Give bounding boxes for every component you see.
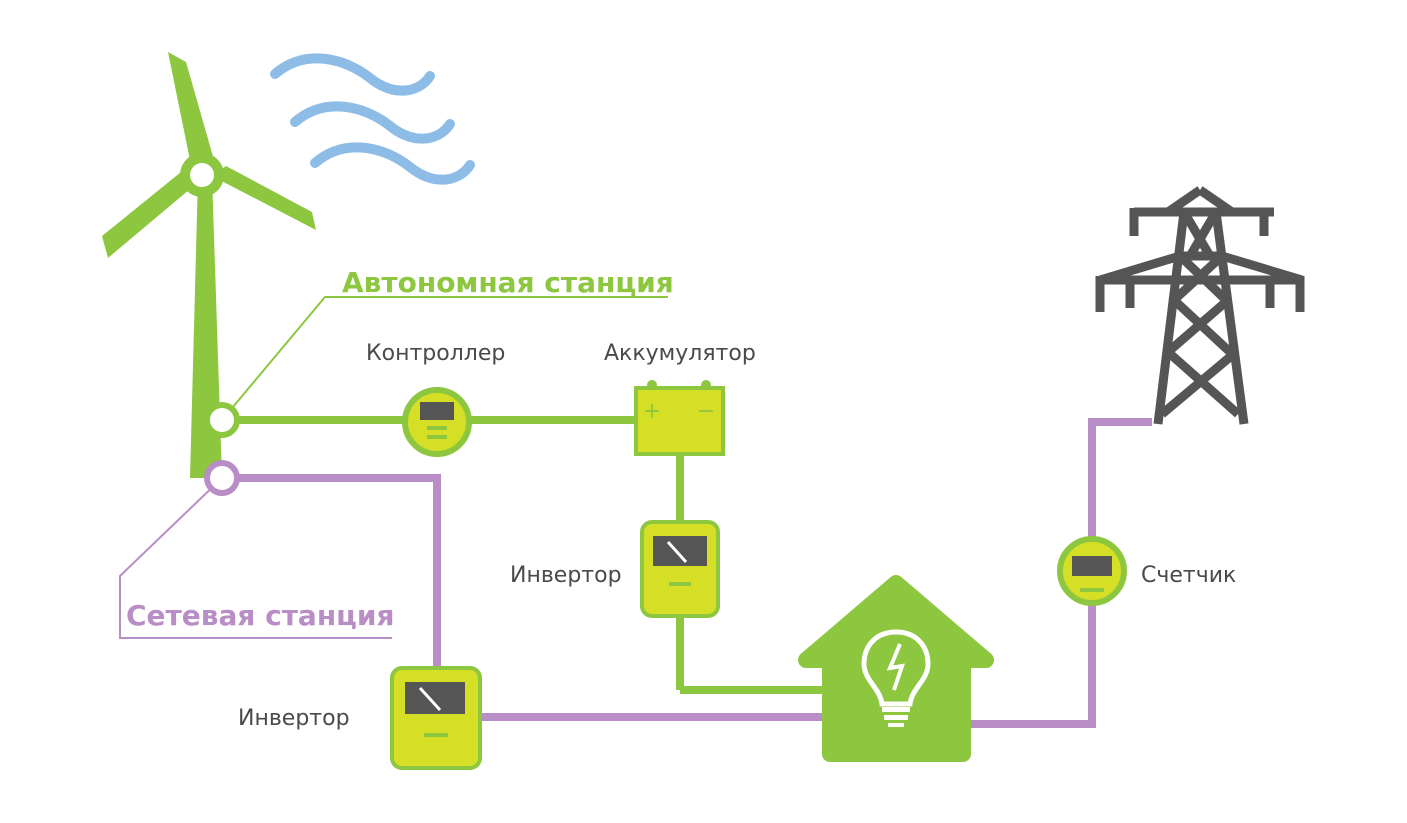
autonomous-wiring bbox=[222, 416, 830, 694]
battery-label: Аккумулятор bbox=[604, 341, 756, 366]
autonomous-node bbox=[204, 402, 240, 438]
battery-icon: + − bbox=[634, 380, 725, 456]
battery-plus-sign: + bbox=[643, 399, 661, 424]
autonomous-station-title: Автономная станция bbox=[342, 266, 674, 299]
inverter-icon bbox=[390, 666, 482, 770]
wind-turbine-icon bbox=[102, 52, 316, 478]
meter-label: Счетчик bbox=[1141, 563, 1236, 588]
controller-label: Контроллер bbox=[366, 341, 505, 366]
grid-inverter-label: Инвертор bbox=[238, 706, 350, 731]
grid-wiring bbox=[222, 418, 1152, 728]
power-line-tower-icon bbox=[1095, 186, 1305, 425]
controller-icon bbox=[402, 387, 472, 457]
autonomous-inverter-label: Инвертор bbox=[510, 563, 622, 588]
battery-minus-sign: − bbox=[697, 399, 715, 424]
wind-icon bbox=[270, 53, 475, 185]
inverter-icon bbox=[640, 520, 720, 618]
house-icon bbox=[798, 575, 994, 762]
grid-node bbox=[204, 460, 240, 496]
grid-station-title: Сетевая станция bbox=[126, 599, 395, 632]
grid-leader-line bbox=[119, 477, 392, 639]
meter-icon bbox=[1057, 536, 1127, 606]
autonomous-leader-line bbox=[221, 296, 668, 421]
light-bulb-icon bbox=[861, 629, 931, 727]
